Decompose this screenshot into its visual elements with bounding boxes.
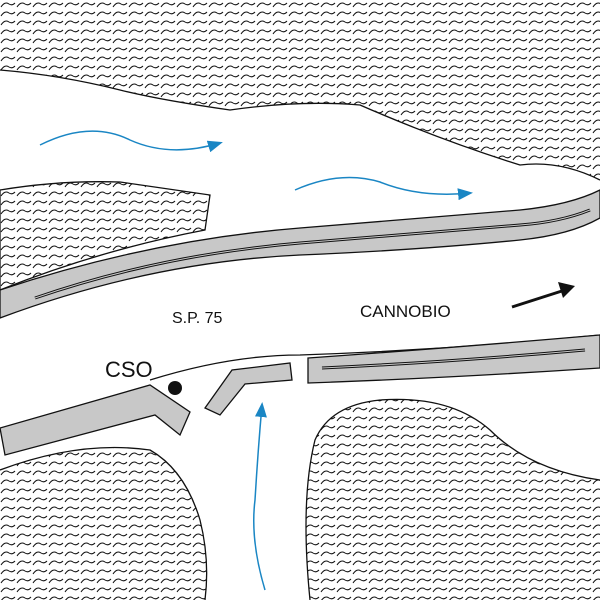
hillside-north bbox=[0, 0, 600, 180]
flow-arrow-icon bbox=[294, 176, 473, 201]
road-sp75 bbox=[0, 189, 600, 319]
wall-middle bbox=[204, 362, 293, 416]
arrow-right-up-icon bbox=[511, 282, 575, 309]
flow-arrow-icon bbox=[39, 130, 223, 153]
cso-label: CSO bbox=[105, 357, 153, 382]
town-label: CANNOBIO bbox=[360, 302, 451, 321]
flow-arrow-icon bbox=[253, 402, 267, 591]
road-label: S.P. 75 bbox=[172, 310, 223, 327]
dot-icon bbox=[168, 381, 182, 395]
hillside-southwest bbox=[0, 447, 207, 600]
hillside-west bbox=[0, 181, 211, 291]
riverbank-north bbox=[0, 69, 600, 181]
wall-west bbox=[0, 384, 191, 456]
hillside-southeast bbox=[306, 399, 600, 600]
